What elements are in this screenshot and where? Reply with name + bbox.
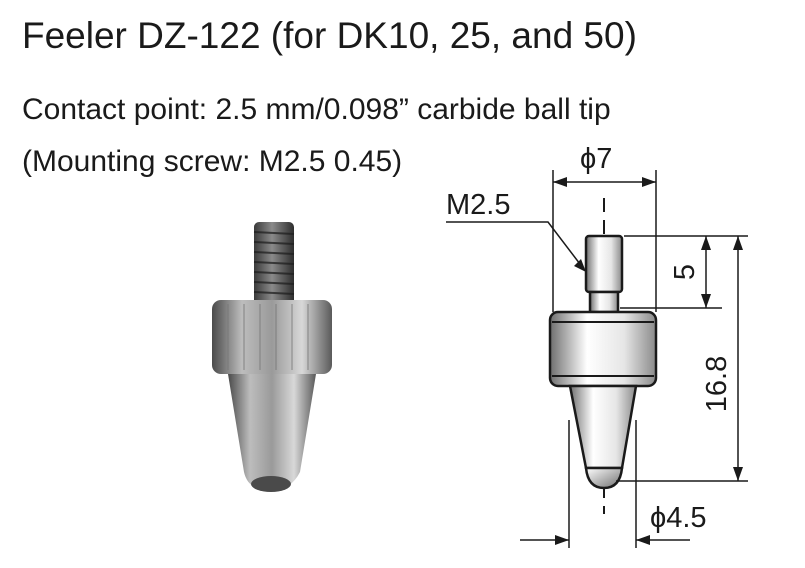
threaded-stud (253, 222, 295, 308)
dimension-thread-length (620, 235, 722, 309)
diameter-bottom-label: ϕ4.5 (650, 502, 707, 534)
dimension-diameter-top (552, 170, 657, 312)
knurled-collar (212, 300, 332, 374)
ball-tip (584, 466, 624, 490)
stud-neck (588, 290, 620, 314)
thread-length-label: 5 (669, 264, 701, 280)
thread-label: M2.5 (446, 189, 510, 221)
thread-stud-outline (584, 234, 624, 294)
diameter-top-label: ϕ7 (580, 143, 612, 175)
contact-point-text: Contact point: 2.5 mm/0.098” carbide bal… (22, 93, 611, 126)
page-title: Feeler DZ-122 (for DK10, 25, and 50) (22, 15, 637, 56)
taper-outline (568, 384, 638, 470)
mounting-screw-text: (Mounting screw: M2.5 0.45) (22, 145, 403, 178)
collar-outline (548, 310, 658, 388)
thread-leader-line (446, 221, 586, 272)
dimension-total-length (616, 235, 748, 482)
technical-drawing (446, 170, 748, 548)
feeler-photo (212, 222, 332, 492)
dimension-diameter-bottom (520, 420, 690, 548)
total-length-label: 16.8 (701, 356, 733, 412)
tapered-tip (228, 374, 316, 492)
